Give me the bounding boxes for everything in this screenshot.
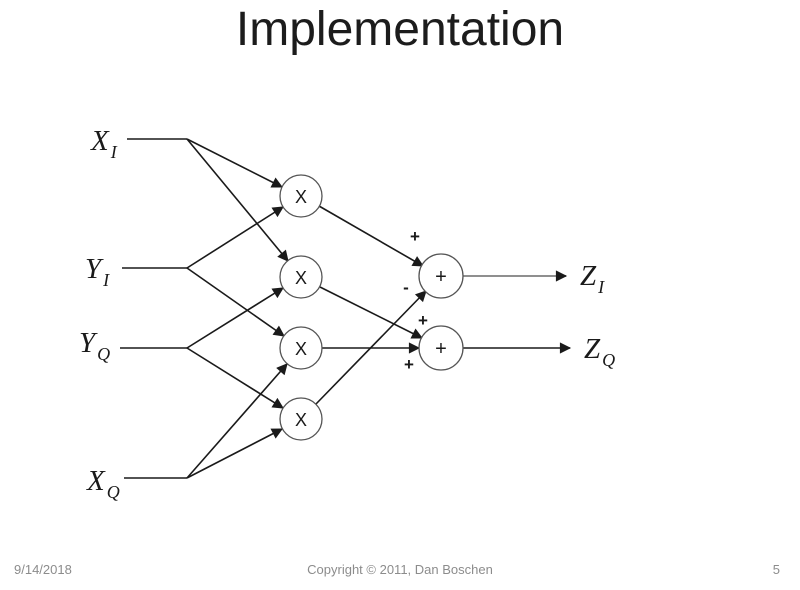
footer-page-number: 5 — [772, 562, 780, 577]
arrow-xq-to-mult4 — [186, 428, 283, 479]
fanout-arrows — [186, 138, 289, 479]
adder-2-label: + — [435, 338, 447, 360]
multiplier-4-label: X — [295, 410, 307, 430]
arrow-xq-to-mult3 — [186, 363, 288, 479]
arrow-mult4-to-adder1 — [315, 290, 427, 405]
slide-title: Implementation — [235, 3, 565, 56]
arrow-yi-to-mult1 — [186, 206, 284, 269]
arrow-yq-to-mult2 — [186, 287, 284, 349]
multiplier-1-label: X — [295, 187, 307, 207]
adder-2-circle — [418, 325, 464, 371]
sign-labels: + - + + — [403, 227, 428, 374]
adder1-plus-sign: + — [410, 227, 420, 246]
multiplier-1-circle — [279, 174, 323, 218]
arrow-xi-to-mult2 — [186, 138, 289, 262]
multiplier-output-arrows — [315, 205, 427, 405]
node-labels: X X X X + + — [295, 187, 447, 430]
arrow-yi-to-mult3 — [186, 267, 285, 337]
adder2-plus-sign-top: + — [418, 311, 428, 330]
footer-date: 9/14/2018 — [14, 562, 72, 577]
arrow-xi-to-mult1 — [186, 138, 283, 188]
input-wires — [120, 138, 187, 479]
multiplier-3-circle — [279, 326, 323, 370]
slide-footer: Copyright © 2011, Dan Boschen 9/14/2018 … — [0, 562, 800, 580]
arrow-mult2-to-adder2 — [319, 286, 424, 339]
adder-1-circle — [418, 253, 464, 299]
multiplier-2-circle — [279, 255, 323, 299]
adder2-plus-sign-bottom: + — [404, 355, 414, 374]
arrow-yq-to-mult4 — [186, 347, 284, 409]
multiplier-3-label: X — [295, 339, 307, 359]
node-circles — [279, 174, 464, 441]
multiplier-4-circle — [279, 397, 323, 441]
multiplier-2-label: X — [295, 268, 307, 288]
output-wires — [462, 270, 572, 354]
arrow-mult1-to-adder1 — [318, 205, 424, 267]
adder-1-label: + — [435, 266, 447, 288]
adder1-minus-sign: - — [403, 278, 409, 297]
footer-copyright: Copyright © 2011, Dan Boschen — [307, 562, 493, 577]
